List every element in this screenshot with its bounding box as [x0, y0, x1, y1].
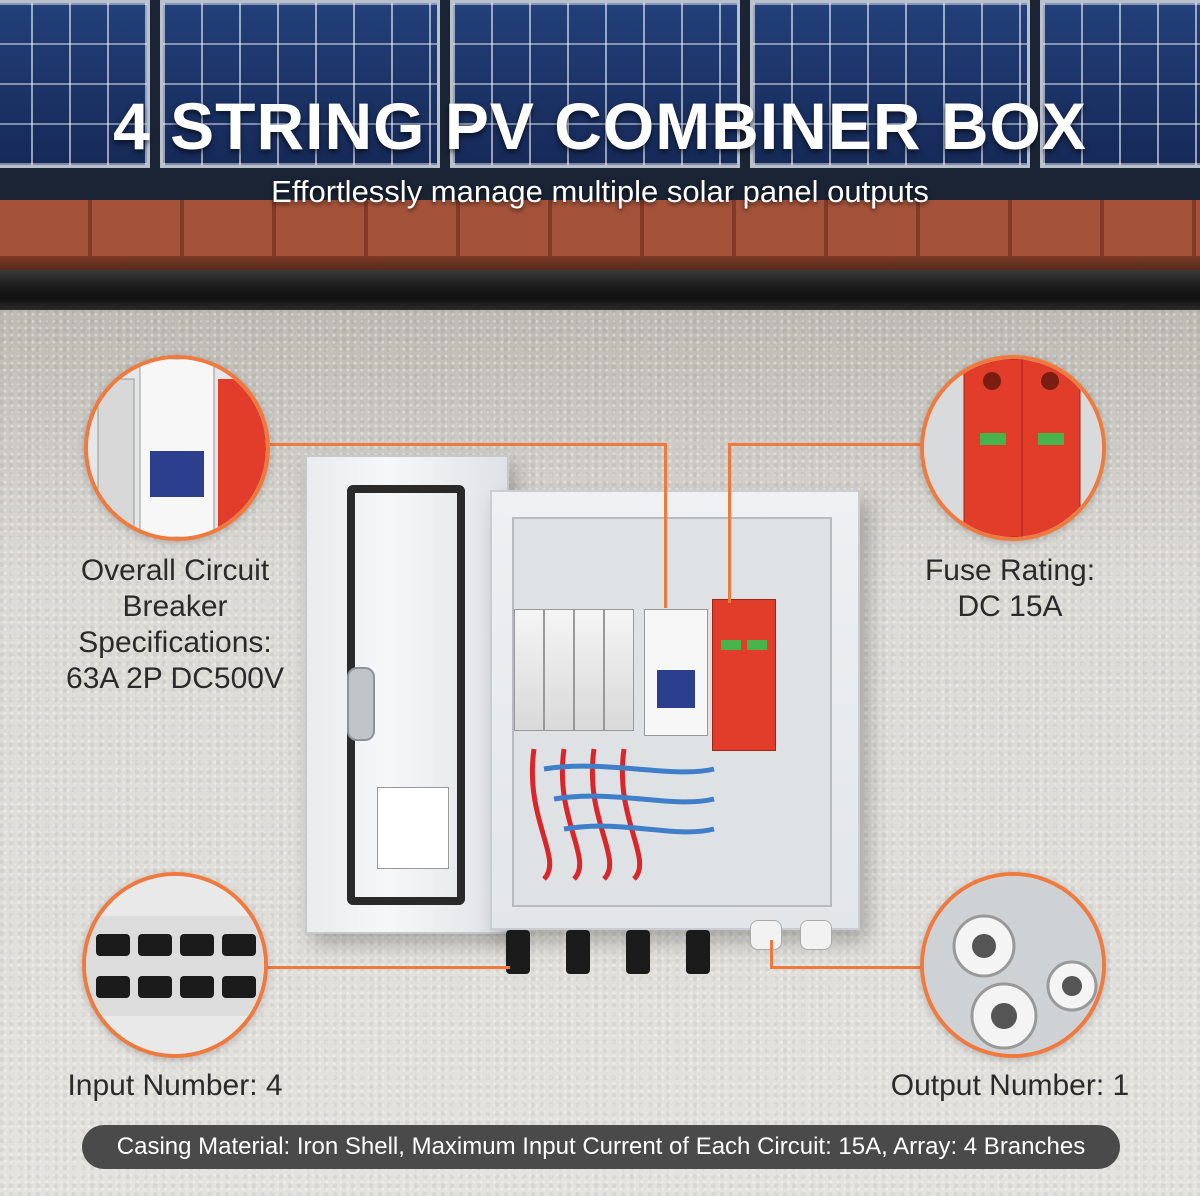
breaker-spec-label: Overall Circuit Breaker Specifications: …: [30, 553, 320, 697]
mc4-input-connector: [626, 930, 650, 974]
breaker-callout-circle: [84, 355, 270, 541]
cable-gland: [800, 920, 832, 950]
solar-panels-background: [0, 0, 1200, 200]
breaker-spec-line: 63A 2P DC500V: [66, 662, 284, 695]
solar-panel: [1040, 0, 1200, 168]
input-number-label: Input Number: 4: [67, 1069, 283, 1102]
fuse-holder: [604, 609, 634, 731]
surge-protector: [712, 599, 776, 751]
fuse-holder: [514, 609, 544, 731]
solar-panel: [750, 0, 1030, 168]
circuit-breaker: [644, 609, 708, 736]
solar-panel: [450, 0, 740, 168]
combiner-box-interior: [512, 517, 832, 907]
callout-line-fuse: [728, 443, 731, 603]
fuse-spec-line: DC 15A: [957, 590, 1063, 623]
cable-gland: [750, 920, 782, 950]
spd-indicator: [721, 640, 741, 650]
fuse-spec-label: Fuse Rating: DC 15A: [880, 553, 1140, 625]
mc4-input-connector: [566, 930, 590, 974]
surge-protector-closeup-icon: [924, 359, 1102, 537]
internal-wiring: [530, 748, 715, 881]
breaker-closeup-icon: [88, 359, 266, 537]
door-latch: [347, 667, 375, 741]
breaker-spec-line: Overall Circuit: [80, 554, 270, 587]
roof-gutter: [0, 270, 1200, 310]
door-label-sticker: [377, 787, 449, 869]
callout-line-input: [265, 966, 510, 969]
callout-line-output: [770, 940, 773, 968]
spd-indicator: [747, 640, 767, 650]
fuse-holder: [544, 609, 574, 731]
breaker-toggle: [657, 670, 695, 708]
combiner-box-door: [305, 455, 509, 934]
solar-panel: [160, 0, 440, 168]
solar-panel: [0, 0, 150, 168]
cable-gland-closeup-icon: [924, 876, 1102, 1054]
callout-line-breaker: [664, 443, 667, 608]
breaker-spec-line: Breaker: [122, 590, 228, 623]
output-number-label: Output Number: 1: [890, 1069, 1130, 1102]
breaker-spec-line: Specifications:: [78, 626, 272, 659]
mc4-input-connector: [686, 930, 710, 974]
subheadline: Effortlessly manage multiple solar panel…: [271, 174, 929, 209]
roof-tiles: [0, 200, 1200, 270]
callout-line-breaker: [270, 443, 665, 446]
output-callout-circle: [920, 872, 1106, 1058]
input-callout-circle: [82, 872, 268, 1058]
fuse-spec-line: Fuse Rating:: [924, 554, 1096, 587]
fuse-callout-circle: [920, 355, 1106, 541]
headline: 4 STRING PV COMBINER BOX: [113, 89, 1087, 163]
combiner-box-body: [490, 490, 860, 930]
mc4-connectors-icon: [86, 876, 264, 1054]
mc4-input-connector: [506, 930, 530, 974]
specs-footer-bar: Casing Material: Iron Shell, Maximum Inp…: [82, 1125, 1120, 1169]
fuse-holder: [574, 609, 604, 731]
callout-line-output: [770, 966, 930, 969]
callout-line-fuse: [728, 443, 928, 446]
